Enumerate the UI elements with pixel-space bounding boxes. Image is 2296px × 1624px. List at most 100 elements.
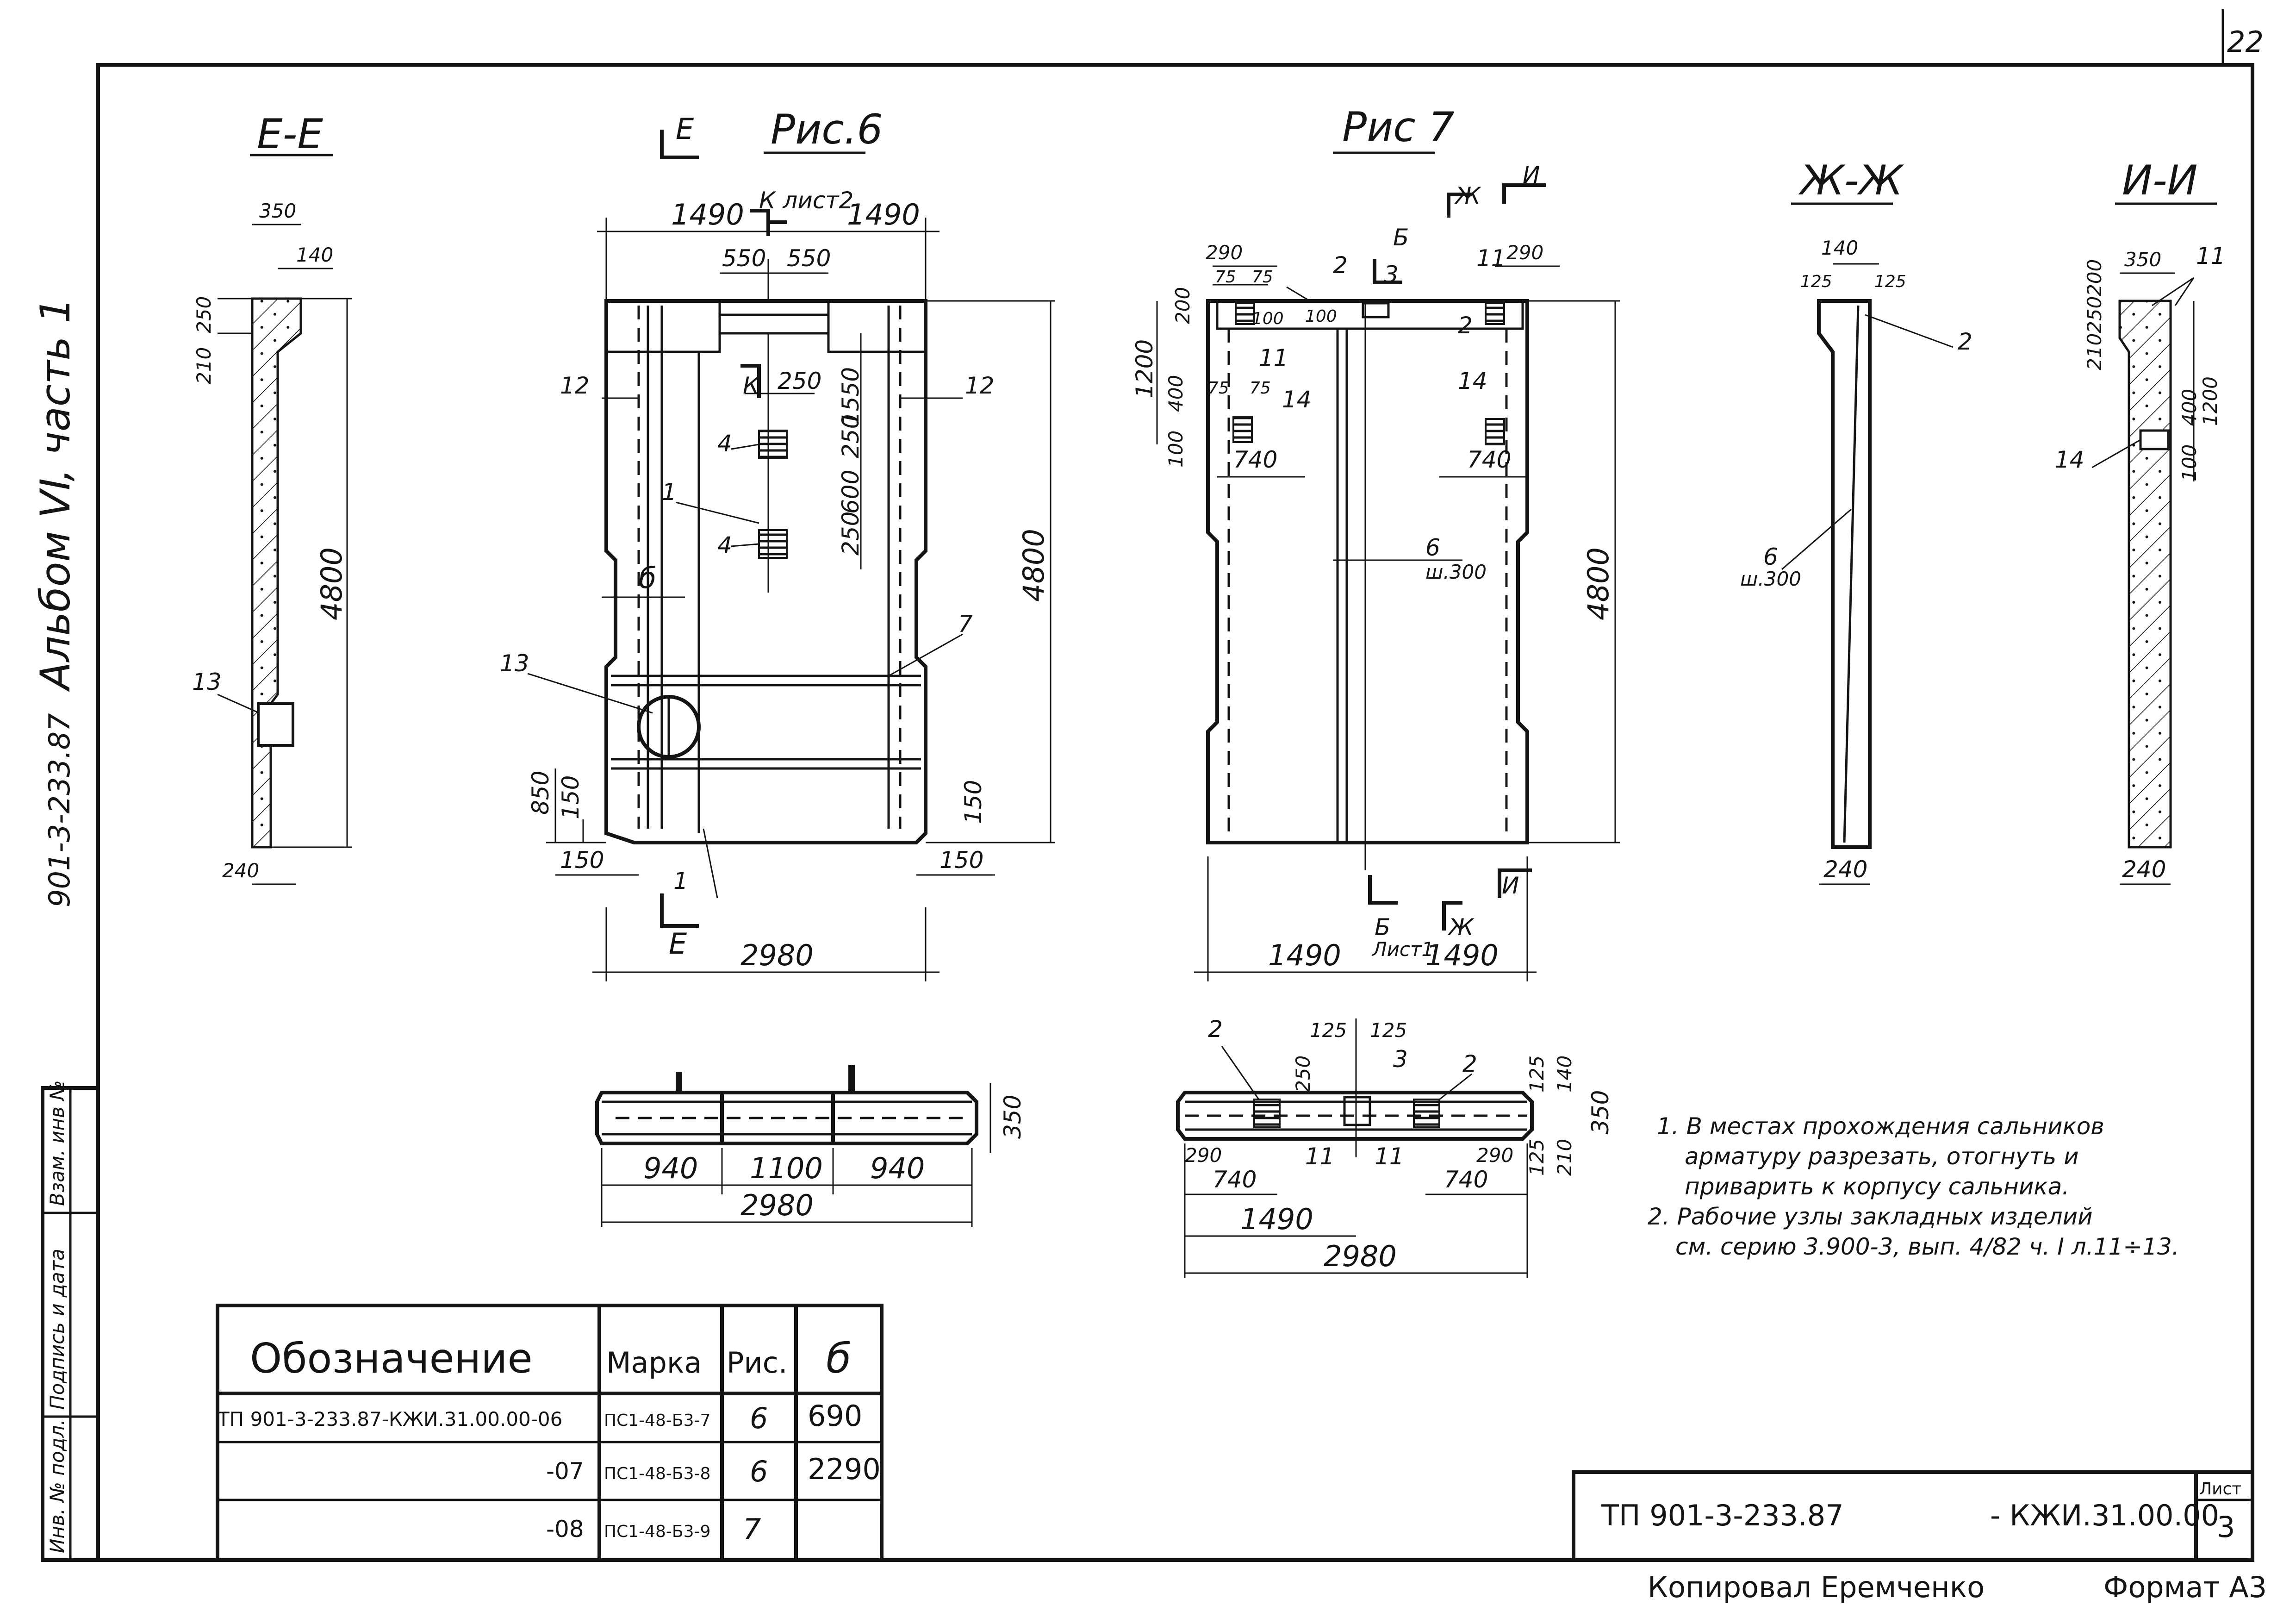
svg-text:250: 250 bbox=[193, 296, 215, 333]
svg-text:125: 125 bbox=[1525, 1139, 1548, 1176]
section-ii-profile bbox=[2118, 300, 2172, 849]
svg-text:125: 125 bbox=[1370, 1019, 1407, 1042]
title-sheet-label: Лист bbox=[2199, 1480, 2241, 1499]
fig7-notch bbox=[1362, 302, 1390, 319]
strip-sign-date: Подпись и дата bbox=[46, 1249, 68, 1410]
title-block: ТП 901-3-233.87 - КЖИ.31.00.00 Лист 3 bbox=[1572, 1470, 2254, 1562]
note-2-line-2: см. серию 3.900-3, вып. 4/82 ч. I л.11÷1… bbox=[1675, 1233, 2179, 1260]
svg-text:11: 11 bbox=[1476, 245, 1506, 272]
section-ii: И-И 350 200 250 210 1200 400 100 240 11 … bbox=[2055, 156, 2226, 885]
svg-text:11: 11 bbox=[1259, 344, 1288, 371]
svg-text:Б: Б bbox=[1375, 914, 1390, 941]
svg-text:940: 940 bbox=[870, 1151, 925, 1185]
svg-text:Б: Б bbox=[1393, 224, 1409, 251]
svg-text:140: 140 bbox=[1821, 237, 1858, 259]
svg-text:И: И bbox=[1523, 162, 1540, 188]
sheet-frame: 22 bbox=[96, 9, 2264, 1562]
note-1-line-2: арматуру разрезать, отогнуть и bbox=[1685, 1143, 2079, 1170]
svg-text:4: 4 bbox=[717, 532, 732, 559]
fig7-plan-notch bbox=[1343, 1096, 1371, 1126]
svg-text:ш.300: ш.300 bbox=[1740, 568, 1801, 590]
table-row: -08 bbox=[546, 1516, 584, 1543]
figure-7: Рис 7 Ж И Б 290 75 75 200 100 100 1200 4… bbox=[1131, 103, 1620, 981]
svg-text:2980: 2980 bbox=[740, 1188, 814, 1222]
svg-text:6: 6 bbox=[1425, 534, 1440, 561]
svg-text:125: 125 bbox=[1800, 272, 1832, 291]
svg-text:6: 6 bbox=[1763, 543, 1778, 570]
svg-text:1100: 1100 bbox=[750, 1151, 823, 1185]
svg-text:250: 250 bbox=[837, 414, 864, 458]
fig6-plate-top bbox=[758, 430, 788, 459]
svg-text:240: 240 bbox=[1823, 856, 1867, 883]
side-stamp: 901-3-233.87 Альбом VI , часть 1 bbox=[31, 298, 79, 907]
svg-text:4800: 4800 bbox=[1581, 547, 1615, 620]
svg-text:2: 2 bbox=[1333, 252, 1348, 279]
figure-6: Рис.6 Е 1490 1490 К лист2 bbox=[500, 106, 1055, 981]
fig7-plate-r bbox=[1485, 418, 1505, 445]
fig7-plan-plate-left bbox=[1253, 1099, 1281, 1128]
svg-text:4800: 4800 bbox=[1017, 529, 1051, 602]
svg-text:ПС1-48-Б3-9: ПС1-48-Б3-9 bbox=[604, 1522, 710, 1541]
section-ee-title: Е-Е bbox=[257, 110, 323, 158]
svg-text:400: 400 bbox=[1164, 375, 1187, 412]
fig7-plate-l bbox=[1232, 416, 1253, 443]
svg-text:940: 940 bbox=[643, 1151, 698, 1185]
section-ii-title: И-И bbox=[2122, 156, 2197, 204]
svg-text:200: 200 bbox=[1171, 287, 1194, 324]
svg-text:100: 100 bbox=[1305, 307, 1337, 326]
side-part: , часть 1 bbox=[31, 298, 79, 481]
svg-text:К лист2: К лист2 bbox=[759, 187, 853, 214]
svg-text:125: 125 bbox=[1310, 1019, 1347, 1042]
svg-text:1490: 1490 bbox=[1425, 938, 1499, 972]
svg-text:7: 7 bbox=[743, 1512, 761, 1546]
svg-text:11: 11 bbox=[1305, 1143, 1335, 1170]
fig7-plate-tl bbox=[1235, 302, 1255, 325]
strip-replace-inv: Взам. инв № bbox=[46, 1080, 68, 1206]
svg-text:75: 75 bbox=[1208, 379, 1229, 398]
svg-text:150: 150 bbox=[557, 775, 584, 819]
svg-text:140: 140 bbox=[296, 244, 333, 266]
title-code-right: - КЖИ.31.00.00 bbox=[1990, 1499, 2219, 1532]
svg-text:550: 550 bbox=[787, 245, 831, 272]
svg-text:ш.300: ш.300 bbox=[1425, 561, 1487, 583]
svg-text:140: 140 bbox=[1553, 1056, 1576, 1093]
figure-7-plan: 125 125 250 125 140 290 740 290 740 125 … bbox=[1176, 1016, 1614, 1278]
svg-text:14: 14 bbox=[1458, 368, 1487, 394]
svg-text:3: 3 bbox=[1384, 261, 1399, 288]
side-code: 901-3-233.87 bbox=[43, 713, 76, 907]
svg-text:б: б bbox=[639, 561, 656, 595]
svg-text:1550: 1550 bbox=[837, 367, 864, 426]
section-ee-sleeve bbox=[257, 702, 294, 747]
svg-text:150: 150 bbox=[940, 847, 983, 874]
svg-text:290: 290 bbox=[1185, 1144, 1222, 1167]
svg-text:240: 240 bbox=[2122, 856, 2166, 883]
svg-text:125: 125 bbox=[1874, 272, 1906, 291]
svg-text:75: 75 bbox=[1250, 379, 1271, 398]
svg-text:210: 210 bbox=[193, 347, 215, 384]
svg-text:6: 6 bbox=[750, 1401, 768, 1435]
svg-text:240: 240 bbox=[222, 859, 259, 882]
svg-text:740: 740 bbox=[1213, 1166, 1257, 1193]
svg-text:7: 7 bbox=[958, 611, 973, 637]
svg-text:1490: 1490 bbox=[1240, 1202, 1313, 1236]
svg-text:12: 12 bbox=[560, 372, 590, 399]
svg-text:100: 100 bbox=[1164, 431, 1187, 468]
copied-by: Копировал Еремченко bbox=[1648, 1570, 1985, 1604]
section-ee-profile bbox=[251, 297, 302, 849]
svg-text:2290: 2290 bbox=[808, 1452, 881, 1486]
section-zhzh-title: Ж-Ж bbox=[1798, 156, 1904, 204]
section-ii-plate bbox=[2139, 429, 2170, 450]
svg-text:350: 350 bbox=[999, 1095, 1026, 1139]
svg-text:3: 3 bbox=[1393, 1046, 1408, 1073]
svg-text:2980: 2980 bbox=[1324, 1239, 1397, 1273]
table-header-mark: Марка bbox=[606, 1346, 702, 1380]
svg-text:1: 1 bbox=[673, 868, 688, 894]
svg-text:14: 14 bbox=[1282, 386, 1312, 413]
svg-text:150: 150 bbox=[960, 780, 987, 824]
fig7-plate-tr bbox=[1485, 302, 1505, 325]
svg-text:350: 350 bbox=[2124, 248, 2161, 271]
svg-text:100: 100 bbox=[1252, 309, 1284, 328]
strip-inv-no: Инв. № подл. bbox=[46, 1419, 68, 1553]
section-zhzh: Ж-Ж 140 125 125 240 2 6 ш.300 bbox=[1740, 156, 1972, 885]
